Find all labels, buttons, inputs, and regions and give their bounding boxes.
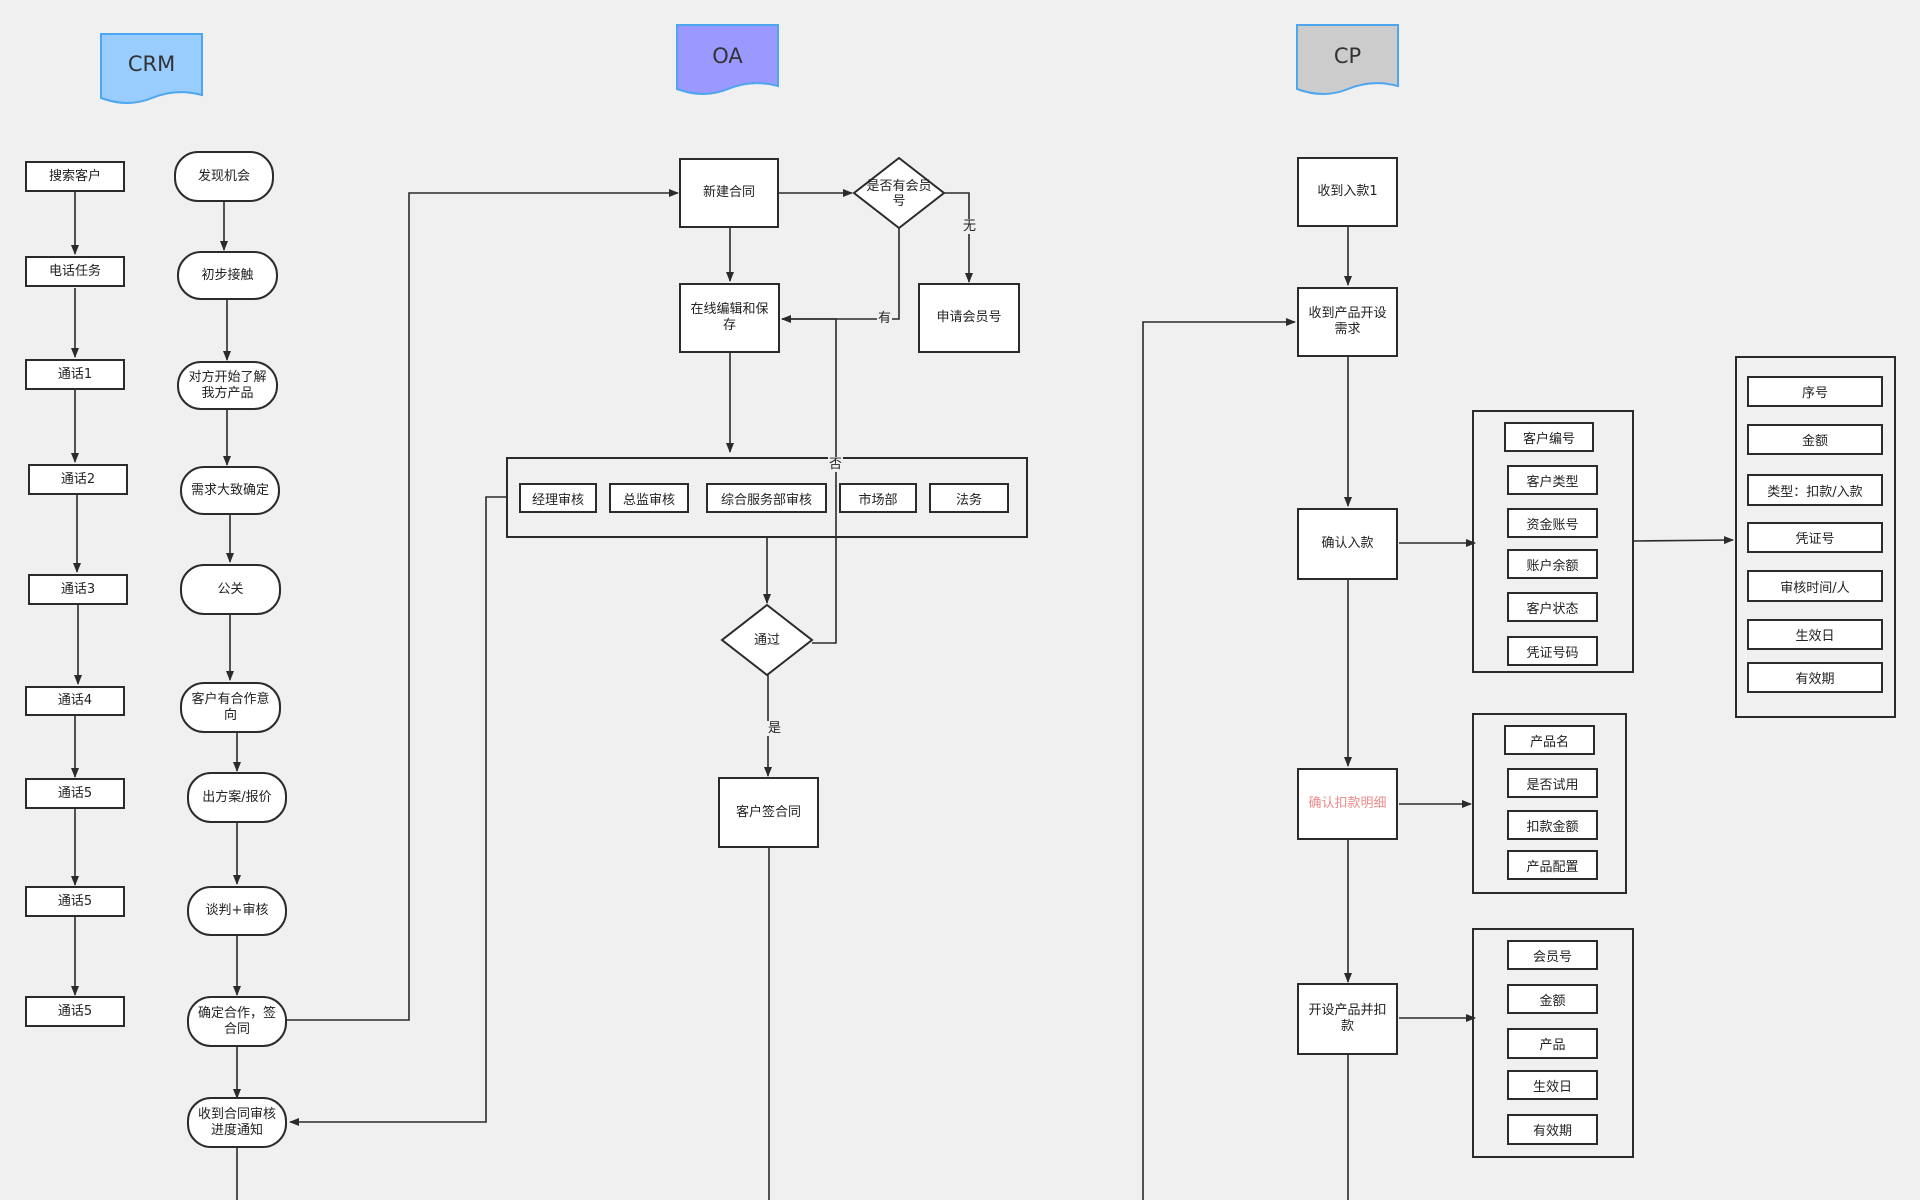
phone-task-node: 电话任务	[25, 256, 125, 287]
member-id-field: 会员号	[1507, 940, 1598, 970]
confirm-payment-node: 确认入款	[1297, 508, 1398, 580]
cp-lane-header	[1296, 24, 1399, 95]
edit-save-node: 在线编辑和保存	[679, 283, 780, 353]
no-member-edge-label: 无	[962, 219, 978, 234]
voucher-number-field: 凭证号码	[1507, 636, 1598, 666]
edge	[1633, 536, 1734, 545]
edge	[289, 496, 506, 1126]
crm-lane-header	[100, 33, 203, 104]
has-member-label: 是否有会员号	[866, 179, 932, 209]
has-member-edge-label: 有	[877, 311, 893, 326]
review-panel	[506, 457, 1028, 538]
amount-field: 金额	[1747, 424, 1883, 455]
search-customer-node: 搜索客户	[25, 161, 125, 192]
effective-date-field: 生效日	[1747, 619, 1883, 650]
marketing-node: 市场部	[839, 483, 917, 513]
call-5c-node: 通话5	[25, 996, 125, 1027]
pass-label: 通过	[753, 632, 780, 648]
call-3-node: 通话3	[28, 574, 128, 605]
fund-account-field: 资金账号	[1507, 508, 1598, 538]
open-effective-date-field: 生效日	[1507, 1070, 1598, 1100]
call-2-node: 通话2	[28, 464, 128, 495]
call-4-node: 通话4	[25, 686, 125, 716]
call-5-node: 通话5	[25, 778, 125, 809]
legal-node: 法务	[929, 483, 1009, 513]
account-balance-field: 账户余额	[1507, 549, 1598, 579]
negotiation-review-node: 谈判+审核	[187, 886, 287, 936]
oa-lane-title: OA	[712, 44, 743, 68]
new-contract-node: 新建合同	[679, 158, 779, 228]
open-amount-field: 金额	[1507, 984, 1598, 1014]
reject-edge-label: 否	[828, 457, 844, 472]
serial-number-field: 序号	[1747, 376, 1883, 407]
proposal-quote-node: 出方案/报价	[187, 772, 287, 823]
receive-payment-node: 收到入款1	[1297, 157, 1398, 227]
payment-fields-panel	[1472, 410, 1634, 673]
validity-field: 有效期	[1747, 662, 1883, 693]
open-product-node: 开设产品并扣款	[1297, 983, 1398, 1055]
edge	[287, 189, 679, 1021]
receive-product-request-node: 收到产品开设需求	[1297, 287, 1398, 357]
product-config-field: 产品配置	[1507, 850, 1598, 880]
contract-review-notice-node: 收到合同审核进度通知	[187, 1097, 287, 1148]
apply-member-node: 申请会员号	[918, 283, 1020, 353]
call-1-node: 通话1	[25, 359, 125, 390]
customer-id-field: 客户编号	[1504, 422, 1594, 452]
oa-lane-header	[676, 24, 779, 95]
record-fields-panel	[1735, 356, 1896, 718]
director-review-node: 总监审核	[609, 483, 689, 513]
customer-status-field: 客户状态	[1507, 592, 1598, 622]
trial-field: 是否试用	[1507, 768, 1598, 798]
edge	[782, 318, 837, 644]
open-fields-panel	[1472, 928, 1634, 1158]
deduction-amount-field: 扣款金额	[1507, 810, 1598, 840]
voucher-field: 凭证号	[1747, 522, 1883, 553]
pass-decision	[720, 603, 814, 677]
needs-confirmed-node: 需求大致确定	[180, 466, 280, 515]
call-5b-node: 通话5	[25, 886, 125, 917]
manager-review-node: 经理审核	[519, 483, 597, 513]
customer-type-field: 客户类型	[1507, 465, 1598, 495]
service-dept-review-node: 综合服务部审核	[706, 483, 827, 513]
customer-sign-node: 客户签合同	[718, 777, 819, 848]
product-name-field: 产品名	[1504, 725, 1595, 755]
confirm-deduction-node: 确认扣款明细	[1297, 768, 1398, 840]
pr-node: 公关	[180, 564, 281, 615]
approve-edge-label: 是	[767, 721, 783, 736]
open-validity-field: 有效期	[1507, 1114, 1598, 1145]
cooperation-intent-node: 客户有合作意向	[180, 682, 281, 733]
crm-lane-title: CRM	[127, 52, 176, 76]
product-field: 产品	[1507, 1028, 1598, 1059]
initial-contact-node: 初步接触	[177, 251, 278, 300]
type-field: 类型：扣款/入款	[1747, 474, 1883, 506]
cp-lane-title: CP	[1333, 44, 1362, 68]
review-time-field: 审核时间/人	[1747, 570, 1883, 602]
product-fields-panel	[1472, 713, 1627, 894]
edge	[781, 228, 900, 323]
edge	[944, 192, 973, 283]
learn-product-node: 对方开始了解我方产品	[177, 361, 278, 410]
confirm-cooperation-node: 确定合作，签合同	[187, 996, 287, 1047]
discover-opportunity-node: 发现机会	[174, 151, 274, 202]
edge	[1142, 318, 1296, 1200]
